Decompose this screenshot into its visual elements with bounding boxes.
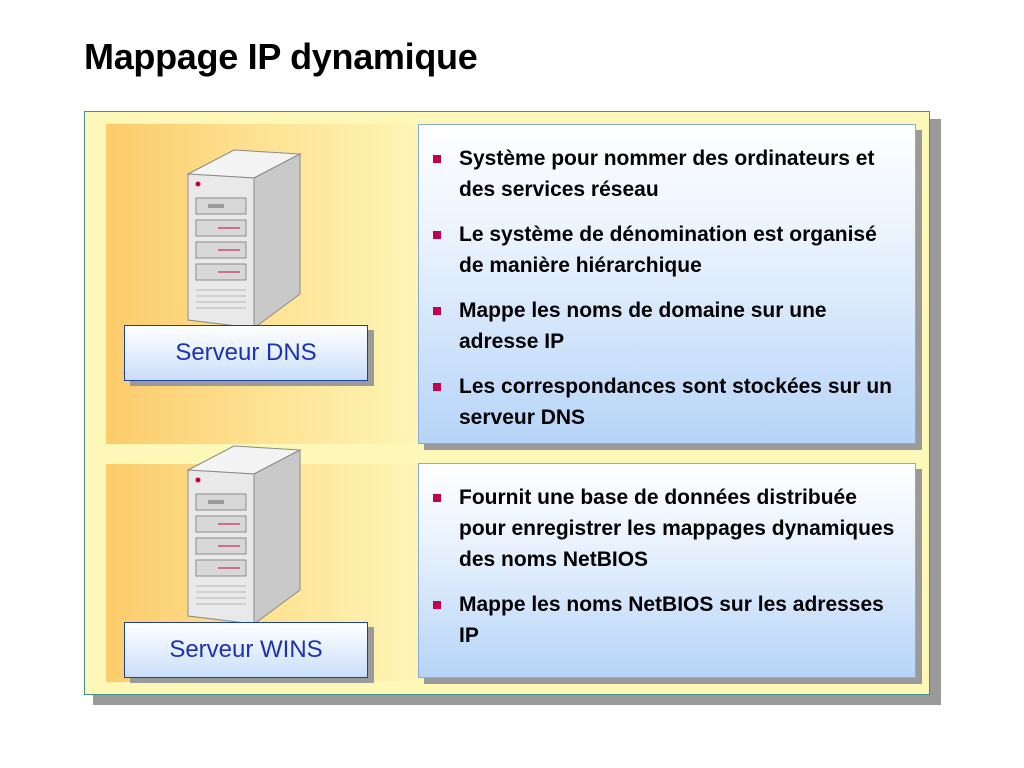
slide-title: Mappage IP dynamique (84, 36, 478, 77)
list-item: Le système de dénomination est organisé … (433, 219, 905, 281)
server-tower-icon (186, 445, 302, 625)
bullet-square-icon (433, 601, 441, 609)
bullet-square-icon (433, 231, 441, 239)
wins-bullet-list: Fournit une base de données distribuée p… (433, 482, 905, 665)
server-tower-icon (186, 149, 302, 329)
list-item: Les correspondances sont stockées sur un… (433, 371, 905, 433)
list-item: Fournit une base de données distribuée p… (433, 482, 905, 575)
list-item: Système pour nommer des ordinateurs et d… (433, 143, 905, 205)
dns-server-label: Serveur DNS (124, 325, 368, 381)
dns-bullet-list: Système pour nommer des ordinateurs et d… (433, 143, 905, 447)
wins-server-label: Serveur WINS (124, 622, 368, 678)
bullet-square-icon (433, 307, 441, 315)
list-item: Mappe les noms de domaine sur une adress… (433, 295, 905, 357)
bullet-square-icon (433, 494, 441, 502)
bullet-square-icon (433, 155, 441, 163)
dns-bullet-card: Système pour nommer des ordinateurs et d… (418, 124, 916, 444)
list-item: Mappe les noms NetBIOS sur les adresses … (433, 589, 905, 651)
wins-bullet-card: Fournit une base de données distribuée p… (418, 463, 916, 678)
bullet-square-icon (433, 383, 441, 391)
